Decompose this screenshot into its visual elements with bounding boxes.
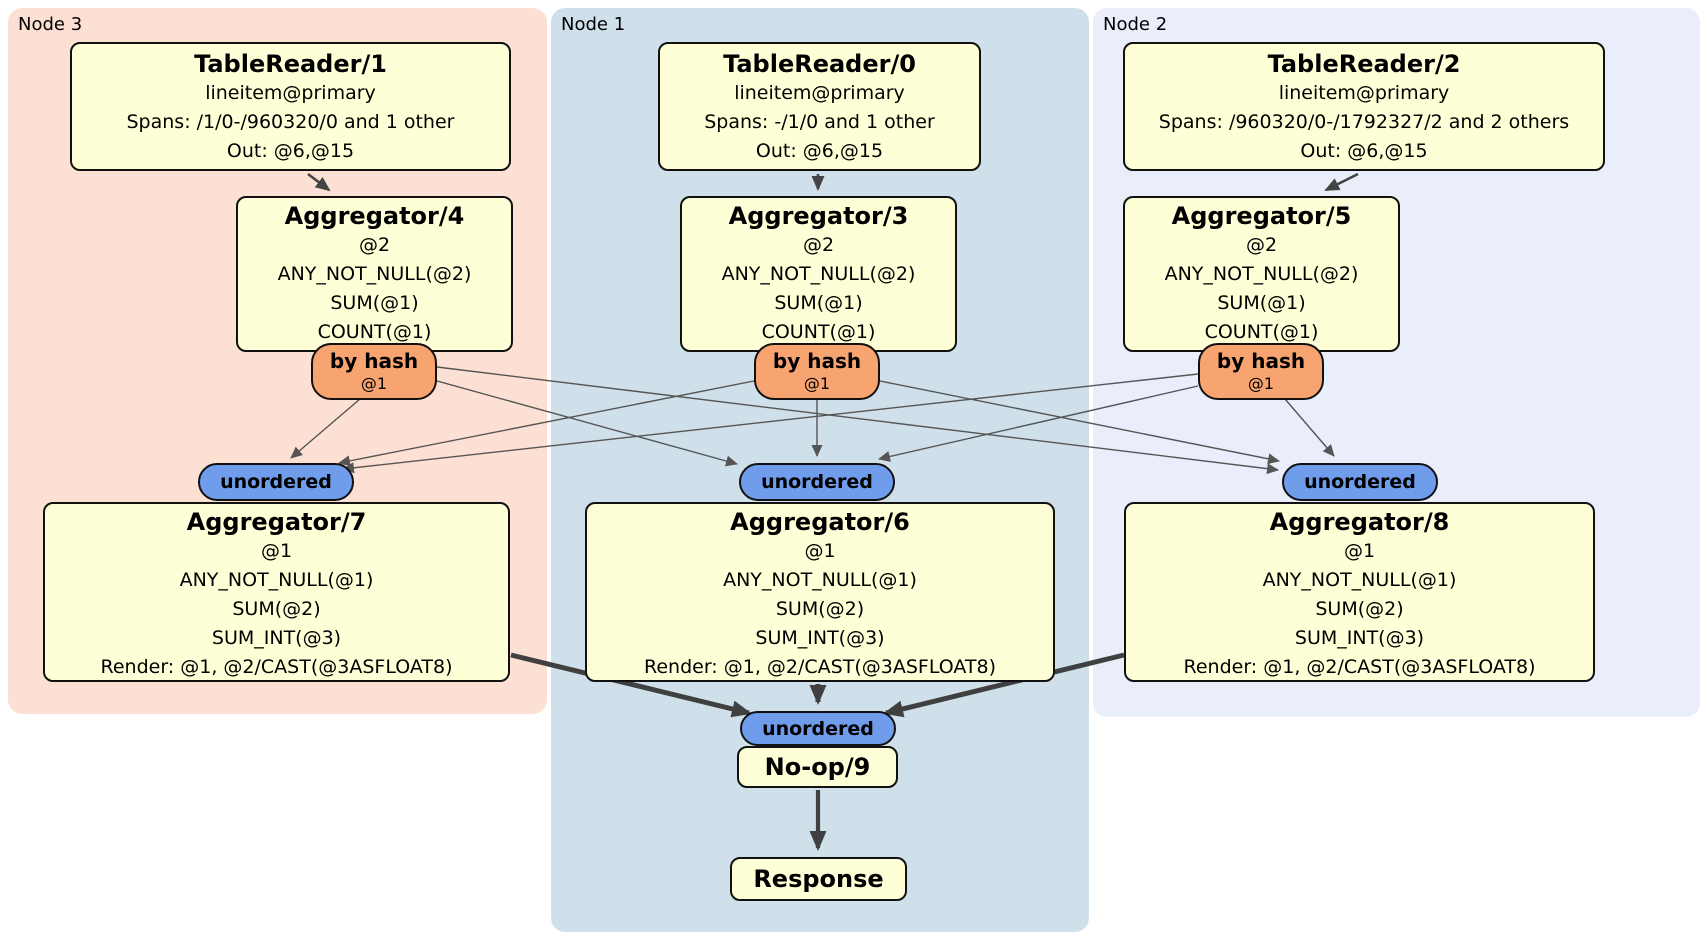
stream-label: unordered — [220, 471, 332, 493]
processor-detail: Spans: -/1/0 and 1 other — [704, 111, 935, 133]
router-label: by hash — [772, 349, 862, 373]
processor-title: TableReader/2 — [1267, 50, 1461, 78]
processor-title: Response — [753, 865, 884, 893]
processor-detail: Out: @6,@15 — [755, 140, 884, 162]
processor-aggregator-5: Aggregator/5 @2 ANY_NOT_NULL(@2) SUM(@1)… — [1123, 196, 1400, 352]
processor-detail: SUM(@1) — [330, 292, 419, 314]
processor-detail: ANY_NOT_NULL(@2) — [721, 263, 916, 285]
router-label: by hash — [329, 349, 419, 373]
stream-unordered-agg8: unordered — [1282, 463, 1438, 501]
processor-detail: Render: @1, @2/CAST(@3ASFLOAT8) — [1183, 656, 1536, 678]
processor-detail: ANY_NOT_NULL(@2) — [277, 263, 472, 285]
region-node-1-label: Node 1 — [561, 14, 626, 35]
processor-detail: SUM(@2) — [232, 598, 321, 620]
processor-detail: SUM(@1) — [1217, 292, 1306, 314]
processor-aggregator-6: Aggregator/6 @1 ANY_NOT_NULL(@1) SUM(@2)… — [585, 502, 1055, 682]
processor-detail: lineitem@primary — [1278, 82, 1450, 104]
processor-title: Aggregator/3 — [728, 202, 909, 230]
processor-title: Aggregator/4 — [284, 202, 465, 230]
processor-detail: Render: @1, @2/CAST(@3ASFLOAT8) — [644, 656, 996, 678]
processor-detail: @1 — [804, 540, 836, 562]
processor-tablereader-0: TableReader/0 lineitem@primary Spans: -/… — [658, 42, 981, 171]
processor-title: TableReader/0 — [723, 50, 916, 78]
processor-detail: @2 — [802, 234, 835, 256]
processor-detail: ANY_NOT_NULL(@1) — [179, 569, 374, 591]
stream-unordered-agg6: unordered — [739, 463, 895, 501]
processor-detail: COUNT(@1) — [1204, 321, 1319, 343]
processor-detail: ANY_NOT_NULL(@1) — [723, 569, 917, 591]
processor-detail: @2 — [358, 234, 391, 256]
processor-title: Aggregator/5 — [1171, 202, 1352, 230]
stream-unordered-agg7: unordered — [198, 463, 354, 501]
processor-title: Aggregator/6 — [730, 508, 910, 536]
processor-detail: Spans: /960320/0-/1792327/2 and 2 others — [1158, 111, 1570, 133]
processor-detail: SUM(@2) — [1315, 598, 1404, 620]
router-hash-columns: @1 — [1247, 374, 1275, 393]
router-label: by hash — [1216, 349, 1306, 373]
processor-detail: SUM(@1) — [774, 292, 863, 314]
processor-detail: ANY_NOT_NULL(@1) — [1262, 569, 1457, 591]
processor-detail: Out: @6,@15 — [226, 140, 355, 162]
processor-detail: SUM_INT(@3) — [1294, 627, 1425, 649]
processor-detail: Out: @6,@15 — [1300, 140, 1428, 162]
processor-aggregator-8: Aggregator/8 @1 ANY_NOT_NULL(@1) SUM(@2)… — [1124, 502, 1595, 682]
region-node-2-label: Node 2 — [1103, 14, 1168, 35]
processor-aggregator-3: Aggregator/3 @2 ANY_NOT_NULL(@2) SUM(@1)… — [680, 196, 957, 352]
processor-title: Aggregator/7 — [186, 508, 367, 536]
processor-title: TableReader/1 — [194, 50, 387, 78]
processor-detail: @1 — [260, 540, 293, 562]
stream-label: unordered — [762, 717, 874, 740]
router-by-hash-5: by hash @1 — [1198, 343, 1324, 400]
processor-aggregator-4: Aggregator/4 @2 ANY_NOT_NULL(@2) SUM(@1)… — [236, 196, 513, 352]
processor-aggregator-7: Aggregator/7 @1 ANY_NOT_NULL(@1) SUM(@2)… — [43, 502, 510, 682]
processor-title: No-op/9 — [764, 753, 871, 781]
processor-noop-9: No-op/9 — [737, 746, 898, 788]
router-hash-columns: @1 — [360, 374, 388, 393]
processor-response: Response — [730, 857, 907, 901]
router-by-hash-4: by hash @1 — [311, 343, 437, 400]
stream-label: unordered — [1304, 471, 1416, 493]
processor-detail: lineitem@primary — [734, 82, 905, 104]
processor-detail: Render: @1, @2/CAST(@3ASFLOAT8) — [100, 656, 453, 678]
processor-detail: lineitem@primary — [205, 82, 376, 104]
processor-tablereader-1: TableReader/1 lineitem@primary Spans: /1… — [70, 42, 511, 171]
processor-detail: Spans: /1/0-/960320/0 and 1 other — [126, 111, 455, 133]
stream-unordered-noop: unordered — [740, 711, 896, 746]
processor-detail: COUNT(@1) — [761, 321, 876, 343]
region-node-3-label: Node 3 — [18, 14, 83, 35]
processor-tablereader-2: TableReader/2 lineitem@primary Spans: /9… — [1123, 42, 1605, 171]
processor-detail: @2 — [1245, 234, 1278, 256]
processor-detail: SUM(@2) — [775, 598, 865, 620]
processor-detail: COUNT(@1) — [317, 321, 432, 343]
processor-detail: SUM_INT(@3) — [755, 627, 885, 649]
processor-detail: ANY_NOT_NULL(@2) — [1164, 263, 1359, 285]
processor-title: Aggregator/8 — [1269, 508, 1450, 536]
processor-detail: SUM_INT(@3) — [211, 627, 342, 649]
stream-label: unordered — [761, 471, 873, 493]
processor-detail: @1 — [1343, 540, 1376, 562]
router-hash-columns: @1 — [803, 374, 831, 393]
router-by-hash-3: by hash @1 — [754, 343, 880, 400]
